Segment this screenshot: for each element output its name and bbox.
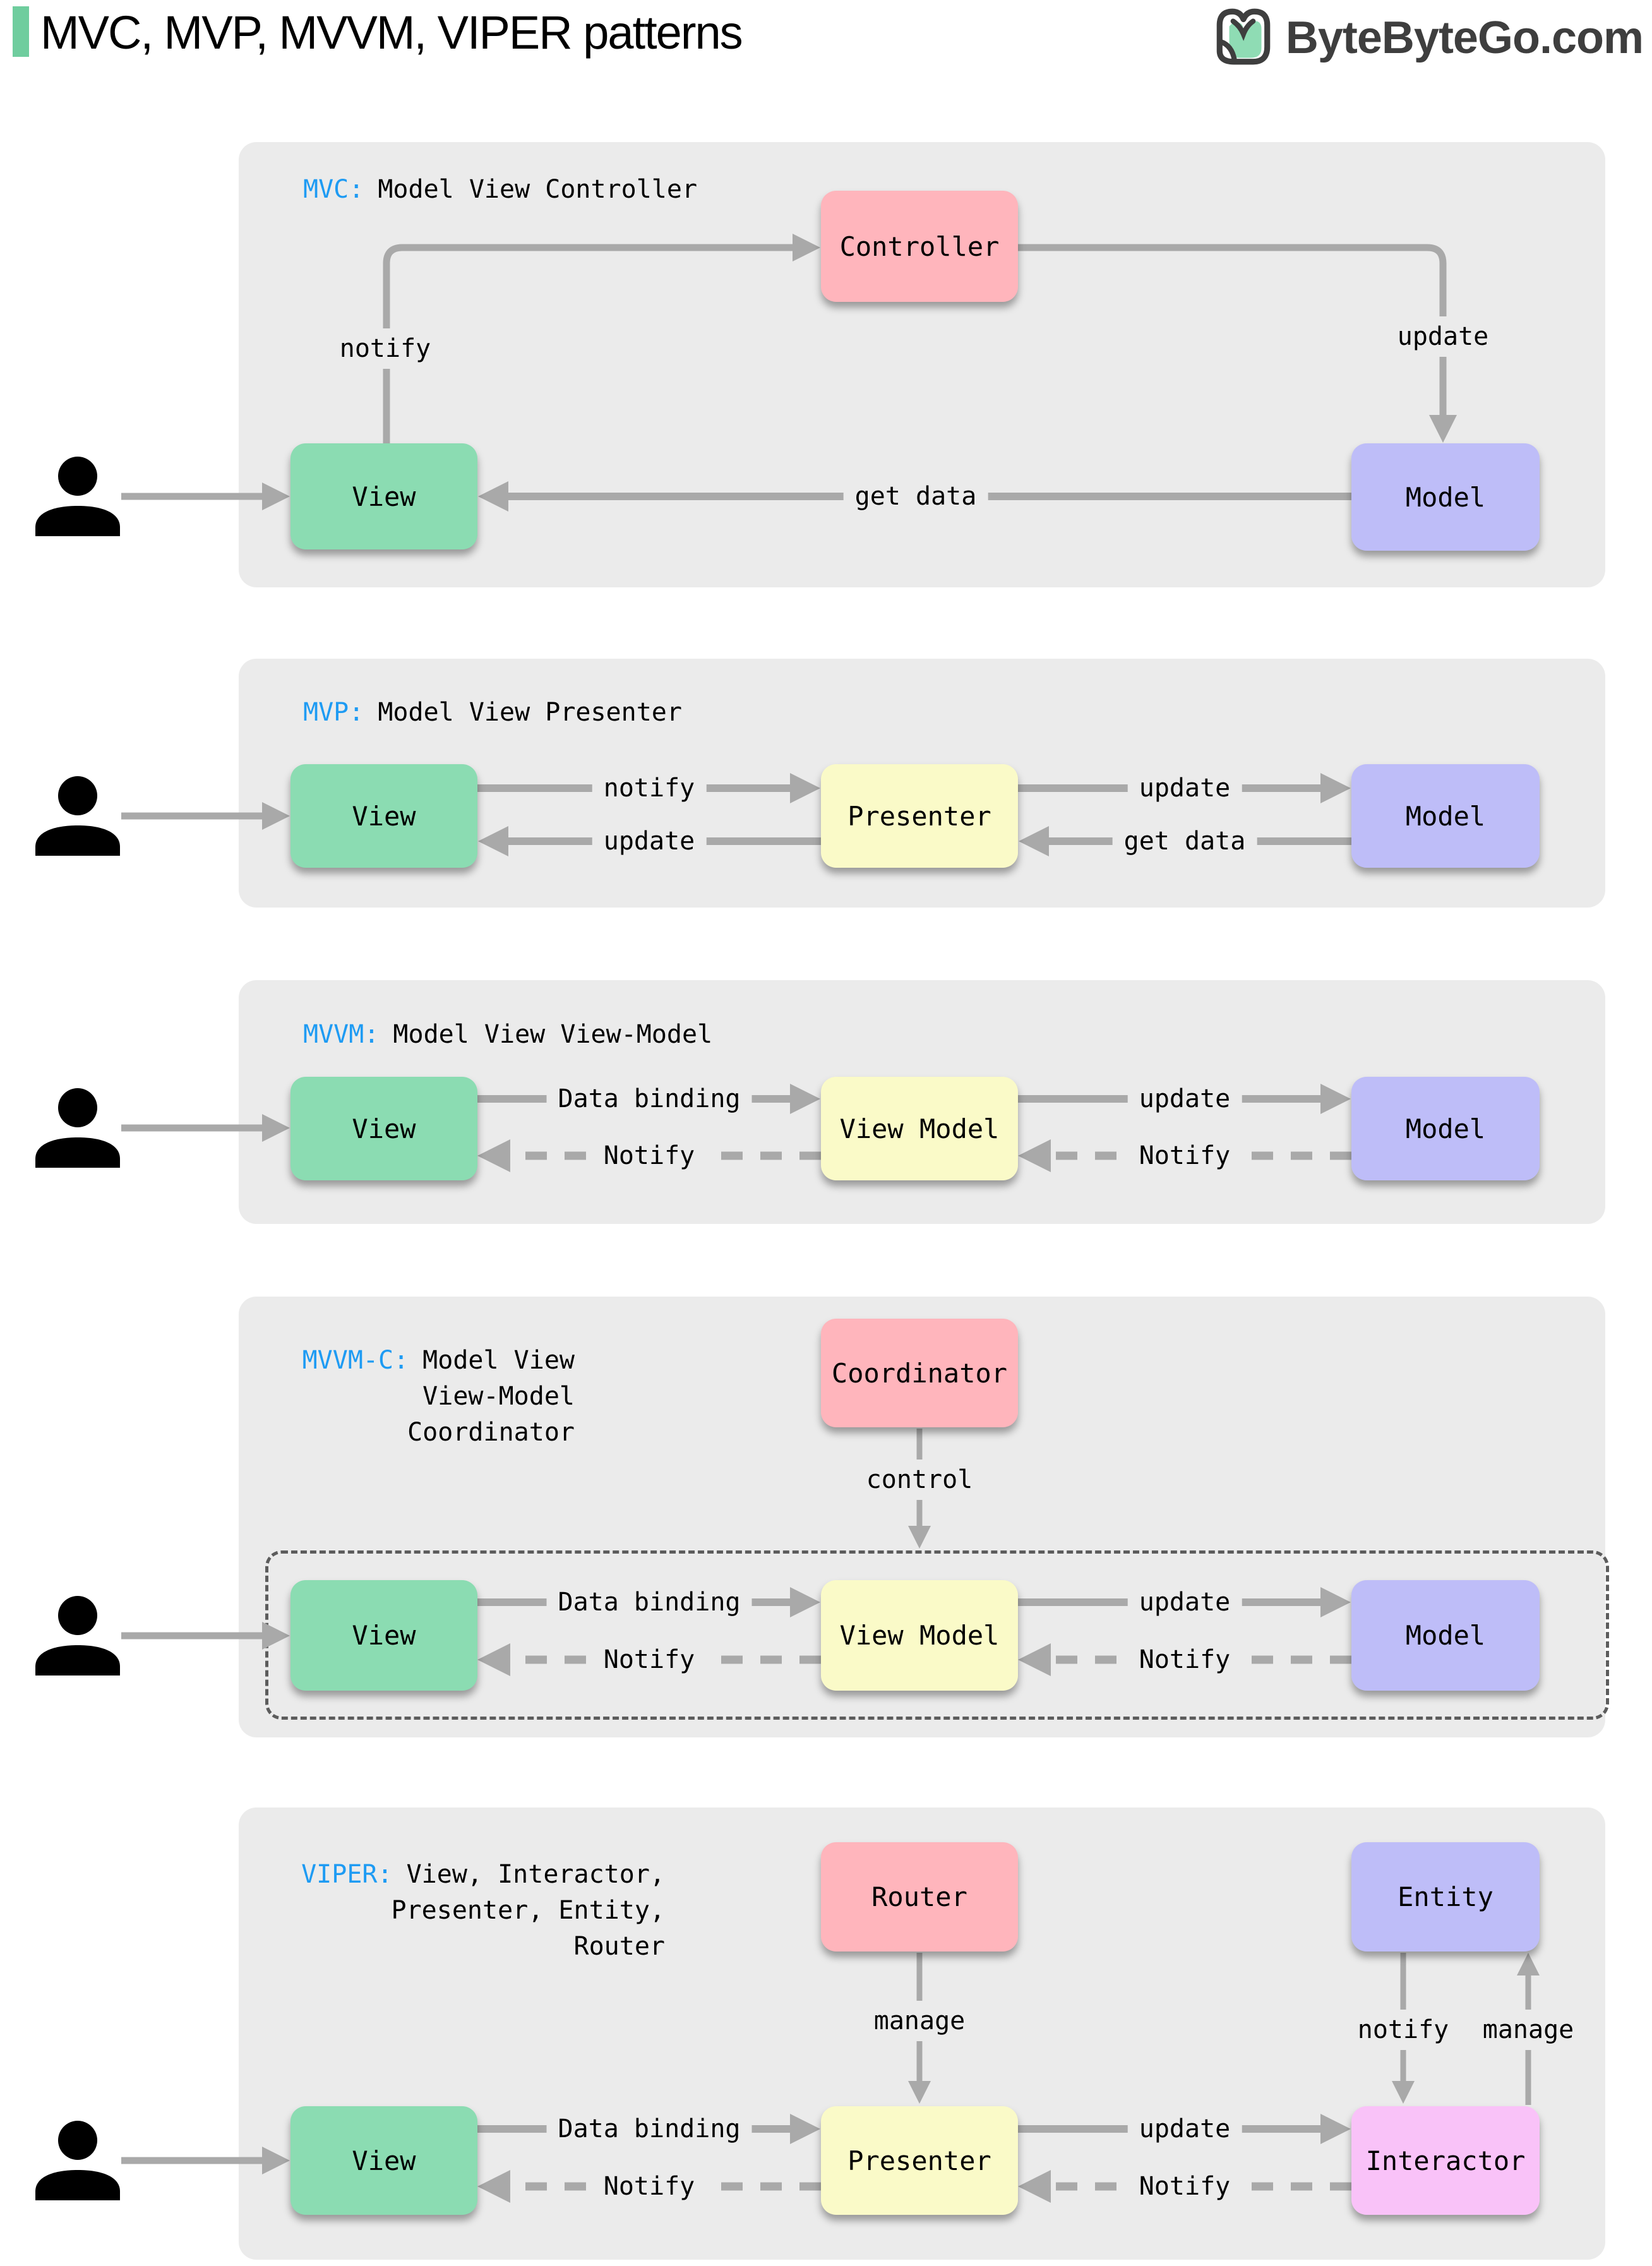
- heading-mvvm-c: MVVM-C: Model View View-Model Coordinator: [272, 1343, 575, 1451]
- box-controller: Controller: [821, 191, 1018, 302]
- title-accent-bar: [13, 6, 29, 57]
- heading-mvvm-c-text: Model View: [422, 1346, 575, 1375]
- user-icon: [35, 1596, 120, 1678]
- bytebytego-logo: ByteByteGo.com: [1210, 3, 1644, 73]
- label-databinding-mvvmc: Data binding: [546, 1586, 752, 1619]
- label-notify-left-mvvmc: Notify: [592, 1643, 707, 1676]
- label-update-to-view: update: [592, 825, 707, 858]
- box-model-mvc: Model: [1351, 443, 1540, 551]
- heading-viper: VIPER: View, Interactor, Presenter, Entit…: [272, 1857, 665, 1965]
- box-presenter-viper: Presenter: [821, 2106, 1018, 2215]
- label-notify-entity: notify: [1348, 2010, 1458, 2050]
- label-manage-entity: manage: [1473, 2010, 1583, 2050]
- heading-mvvm-c-line3: Coordinator: [407, 1418, 575, 1447]
- box-router: Router: [821, 1842, 1018, 1951]
- label-update-mvc: update: [1388, 316, 1498, 357]
- box-model-mvvm: Model: [1351, 1077, 1540, 1180]
- heading-mvvm: MVVM: Model View View-Model: [303, 1017, 712, 1053]
- user-icon: [35, 457, 120, 539]
- heading-mvc-text: Model View Controller: [378, 175, 698, 204]
- heading-mvvm-c-acronym: MVVM-C:: [302, 1346, 409, 1375]
- label-update-viper: update: [1127, 2113, 1242, 2145]
- user-icon: [35, 1088, 120, 1170]
- box-view-mvc: View: [290, 443, 477, 549]
- box-coordinator: Coordinator: [821, 1319, 1018, 1427]
- label-notify-right-mvvmc: Notify: [1127, 1643, 1242, 1676]
- heading-mvc: MVC: Model View Controller: [303, 172, 697, 208]
- box-viewmodel-mvvm: View Model: [821, 1077, 1018, 1180]
- heading-mvvm-c-line1: MVVM-C: Model View: [272, 1343, 575, 1379]
- heading-viper-line3: Router: [573, 1932, 666, 1961]
- box-model-mvp: Model: [1351, 764, 1540, 868]
- box-presenter-mvp: Presenter: [821, 764, 1018, 868]
- bytebytego-logo-icon: [1210, 3, 1277, 73]
- box-interactor: Interactor: [1351, 2106, 1540, 2215]
- box-model-mvvmc: Model: [1351, 1580, 1540, 1691]
- heading-mvvm-c-line2: View-Model: [422, 1382, 575, 1411]
- box-view-mvvmc: View: [290, 1580, 477, 1691]
- label-getdata-mvp: get data: [1112, 825, 1257, 858]
- label-notify-mvp: notify: [592, 772, 707, 805]
- heading-mvp-text: Model View Presenter: [378, 698, 682, 727]
- heading-viper-line1: VIPER: View, Interactor,: [272, 1857, 665, 1893]
- box-view-viper: View: [290, 2106, 477, 2215]
- heading-mvp-acronym: MVP:: [303, 698, 364, 727]
- label-notify-left-mvvm: Notify: [592, 1139, 707, 1172]
- box-view-mvvm: View: [290, 1077, 477, 1180]
- label-control: control: [857, 1460, 982, 1500]
- label-manage-router: manage: [865, 2001, 974, 2041]
- label-notify-right-viper: Notify: [1127, 2170, 1242, 2203]
- heading-mvvm-text: Model View View-Model: [393, 1020, 713, 1049]
- logo-text: ByteByteGo.com: [1285, 13, 1644, 63]
- label-getdata-mvc: get data: [843, 480, 988, 513]
- box-entity: Entity: [1351, 1842, 1540, 1951]
- page-title: MVC, MVP, MVVM, VIPER patterns: [40, 6, 743, 59]
- label-notify-mvc: notify: [330, 328, 440, 369]
- label-databinding-viper: Data binding: [546, 2113, 752, 2145]
- label-update-mvvmc: update: [1127, 1586, 1242, 1619]
- box-viewmodel-mvvmc: View Model: [821, 1580, 1018, 1691]
- heading-mvp: MVP: Model View Presenter: [303, 695, 682, 731]
- heading-mvc-acronym: MVC:: [303, 175, 364, 204]
- box-view-mvp: View: [290, 764, 477, 868]
- label-notify-right-mvvm: Notify: [1127, 1139, 1242, 1172]
- label-databinding-mvvm: Data binding: [546, 1082, 752, 1115]
- heading-viper-acronym: VIPER:: [301, 1860, 393, 1889]
- heading-viper-text: View, Interactor,: [406, 1860, 665, 1889]
- label-update-mvvm: update: [1127, 1082, 1242, 1115]
- label-update-to-model: update: [1127, 772, 1242, 805]
- heading-mvvm-acronym: MVVM:: [303, 1020, 380, 1049]
- heading-viper-line2: Presenter, Entity,: [391, 1896, 665, 1925]
- user-icon: [35, 776, 120, 858]
- label-notify-left-viper: Notify: [592, 2170, 707, 2203]
- user-icon: [35, 2121, 120, 2203]
